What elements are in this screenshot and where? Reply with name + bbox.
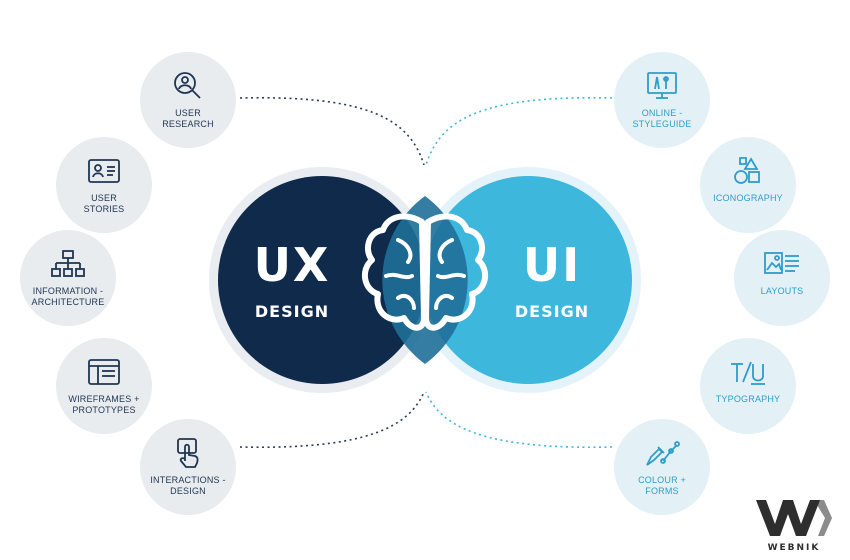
monitor-tools-icon	[647, 72, 677, 99]
image-text-layout-icon	[764, 252, 799, 274]
webnik-wordmark: WEBNIK	[767, 543, 821, 553]
type-tool-icon	[731, 361, 765, 385]
ui-item-label: LAYOUTS	[760, 286, 804, 296]
connector-online-styleguide	[425, 96, 613, 166]
ux-item-user-stories: USER STORIES	[56, 137, 152, 233]
ux-title: UX	[253, 238, 331, 292]
sitemap-icon	[51, 250, 85, 277]
ux-item-information-architecture: INFORMATION - ARCHITECTURE	[20, 230, 116, 326]
ui-item-layouts: LAYOUTS	[734, 230, 830, 326]
ux-item-wireframes-prototypes: WIREFRAMES + PROTOTYPES	[56, 338, 152, 434]
ui-title: UI	[522, 238, 582, 292]
ui-item-label: COLOUR + FORMS	[638, 475, 686, 496]
ui-item-colour-forms: COLOUR + FORMS	[614, 419, 710, 515]
connector-user-research	[239, 96, 425, 166]
magnifier-person-icon	[174, 72, 201, 99]
ui-item-online-styleguide: ONLINE - STYLEGUIDE	[614, 52, 710, 148]
wireframe-window-icon	[88, 359, 120, 385]
ui-item-typography: TYPOGRAPHY	[700, 338, 796, 434]
pen-nodes-icon	[646, 441, 680, 466]
ui-item-label: ICONOGRAPHY	[713, 193, 783, 203]
shapes-icon	[734, 157, 760, 184]
connector-colour-forms	[425, 391, 613, 449]
id-card-icon	[88, 159, 120, 183]
ux-item-user-research: USER RESEARCH	[140, 52, 236, 148]
ux-item-label: USER RESEARCH	[162, 108, 214, 129]
ui-item-label: TYPOGRAPHY	[715, 394, 781, 404]
ui-item-label: ONLINE - STYLEGUIDE	[632, 108, 692, 129]
ux-item-label: INFORMATION - ARCHITECTURE	[31, 286, 105, 307]
ux-subtitle: DESIGN	[254, 302, 330, 321]
ux-item-label: INTERACTIONS - DESIGN	[150, 475, 226, 496]
ux-connectors	[239, 96, 425, 449]
brain-icon	[361, 213, 489, 331]
webnik-w-icon	[756, 500, 832, 536]
webnik-logo: WEBNIK	[752, 496, 836, 556]
ui-circle	[424, 176, 632, 384]
tap-hand-icon	[177, 438, 199, 468]
ui-item-iconography: ICONOGRAPHY	[700, 137, 796, 233]
connector-interactions-design	[239, 391, 425, 449]
ux-item-interactions-design: INTERACTIONS - DESIGN	[140, 419, 236, 515]
ui-subtitle: DESIGN	[514, 302, 590, 321]
ux-item-label: WIREFRAMES + PROTOTYPES	[68, 394, 140, 415]
ux-item-label: USER STORIES	[83, 193, 125, 214]
ux-circle	[218, 176, 426, 384]
ui-connectors	[425, 96, 613, 449]
